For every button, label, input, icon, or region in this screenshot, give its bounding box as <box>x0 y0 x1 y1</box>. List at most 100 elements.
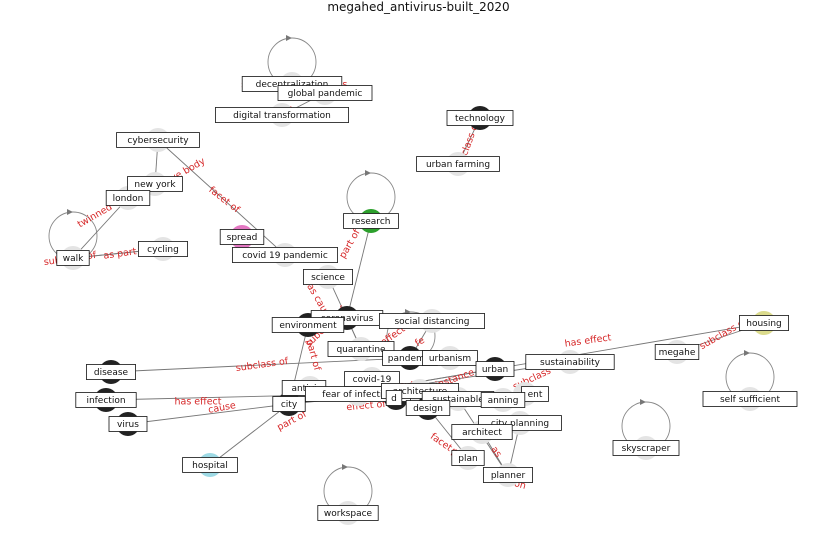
node-label-built: d <box>385 390 403 406</box>
node-label-text: environment <box>279 321 337 331</box>
node-label-global_pandemic: global pandemic <box>277 85 373 101</box>
node-label-box <box>405 400 451 416</box>
graph-title: megahed_antivirus-built_2020 <box>327 0 510 14</box>
node-label-text: d <box>391 394 397 404</box>
node-label-plan: plan <box>451 450 485 466</box>
node-label-box <box>317 505 379 521</box>
node-label-text: workspace <box>324 509 373 519</box>
node-label-text: urban <box>482 365 508 375</box>
node-label-social_distancing: social distancing <box>378 313 485 329</box>
node-label-text: virus <box>117 420 139 430</box>
edge-label: cause <box>207 400 236 416</box>
node-label-box <box>343 213 399 229</box>
node-label-disease: disease <box>86 364 137 380</box>
edge-hospital-city <box>209 403 290 466</box>
node-label-box <box>327 341 395 357</box>
node-label-box <box>654 344 700 360</box>
edge-label: has effect <box>564 332 612 349</box>
node-label-text: ent <box>528 390 543 400</box>
node-label-text: skyscraper <box>622 444 671 454</box>
node-label-box <box>378 313 485 329</box>
node-label-megahe: megahe <box>654 344 700 360</box>
node-label-text: infection <box>86 396 125 406</box>
node-label-architect: architect <box>451 424 513 440</box>
loop-arrowhead <box>640 399 646 405</box>
node-label-planner: planner <box>482 467 533 483</box>
node-label-text: social distancing <box>394 317 469 327</box>
node-label-box <box>475 361 515 377</box>
node-label-box <box>451 424 513 440</box>
node-label-virus: virus <box>108 416 148 432</box>
node-label-covid19_pandemic: covid 19 pandemic <box>231 247 338 263</box>
node-label-spread: spread <box>219 229 265 245</box>
node-label-management: ent <box>521 386 549 402</box>
node-label-text: antivi <box>291 384 316 394</box>
node-label-text: disease <box>94 368 129 378</box>
node-label-text: science <box>311 273 345 283</box>
loop-arrowhead <box>67 209 73 215</box>
node-label-text: digital transformation <box>233 111 331 121</box>
node-label-digital_transformation: digital transformation <box>214 107 349 123</box>
node-label-box <box>612 440 680 456</box>
node-label-text: design <box>413 404 443 414</box>
node-label-text: london <box>113 194 144 204</box>
node-label-text: city <box>281 400 298 410</box>
node-label-text: research <box>352 217 391 227</box>
node-label-text: plan <box>458 454 477 464</box>
edge-label: part of <box>304 338 323 372</box>
node-label-new_york: new york <box>127 176 183 192</box>
node-label-box <box>451 450 485 466</box>
node-label-text: fear of infection <box>322 390 393 400</box>
node-label-planning: anning <box>480 392 526 408</box>
edge-label: part of <box>337 227 363 260</box>
node-label-box <box>116 132 200 148</box>
node-label-box <box>525 354 615 370</box>
node-label-box <box>272 396 306 412</box>
node-label-box <box>271 317 345 333</box>
node-label-text: new york <box>134 180 176 190</box>
node-label-city: city <box>272 396 306 412</box>
node-label-text: decentralization <box>256 80 329 90</box>
node-label-box <box>182 457 238 473</box>
node-label-box <box>231 247 338 263</box>
node-label-text: sustainability <box>540 358 601 368</box>
node-label-text: cybersecurity <box>127 136 189 146</box>
loop-arrowhead <box>365 170 371 176</box>
node-label-london: london <box>105 190 151 206</box>
node-label-text: pandemic <box>388 354 432 364</box>
node-label-design: design <box>405 400 451 416</box>
node-label-box <box>422 350 478 366</box>
node-label-text: megahe <box>659 348 696 358</box>
node-label-box <box>219 229 265 245</box>
edge-virus-city <box>127 402 290 425</box>
edge-london-walk <box>72 197 129 259</box>
node-label-text: architect <box>462 428 502 438</box>
node-label-text: self sufficient <box>720 395 781 405</box>
edge-label: as part <box>103 246 138 262</box>
node-label-text: cycling <box>147 245 179 255</box>
node-label-box <box>214 107 349 123</box>
node-label-housing: housing <box>739 315 790 331</box>
edge-research-coronavirus <box>346 220 372 319</box>
node-label-infection: infection <box>75 392 137 408</box>
node-label-text: planner <box>491 471 526 481</box>
node-label-box <box>75 392 137 408</box>
edge-label: subclass of <box>235 356 289 374</box>
edge-label: as <box>488 444 503 459</box>
node-label-box <box>105 190 151 206</box>
node-label-text: walk <box>63 254 84 264</box>
node-label-box <box>416 156 500 172</box>
node-label-text: hospital <box>192 461 228 471</box>
node-label-self_sufficient: self sufficient <box>702 391 798 407</box>
node-label-hospital: hospital <box>182 457 238 473</box>
node-label-text: housing <box>746 319 782 329</box>
node-label-box <box>86 364 137 380</box>
node-label-box <box>446 110 514 126</box>
node-label-urban: urban <box>475 361 515 377</box>
node-label-box <box>739 315 790 331</box>
node-label-sustainability: sustainability <box>525 354 615 370</box>
loop-arrowhead <box>744 350 750 356</box>
node-label-box <box>385 390 403 406</box>
node-label-box <box>702 391 798 407</box>
